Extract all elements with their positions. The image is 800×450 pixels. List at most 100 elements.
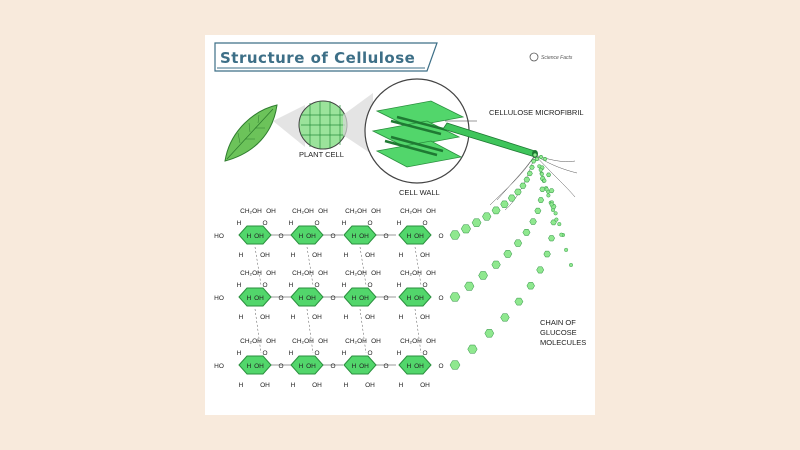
hydroxyl-label: OH	[414, 233, 424, 240]
glucose-bead-chains	[449, 153, 574, 370]
hydroxyl-label: OH	[365, 382, 375, 389]
hydrogen-label: H	[299, 363, 304, 370]
hydroxyl-label: OH	[359, 295, 369, 302]
hydroxyl-label: OH	[260, 382, 270, 389]
glucose-bead	[449, 292, 461, 302]
glucose-bead	[529, 164, 535, 170]
ring-oxygen-label: O	[314, 220, 319, 227]
cell-wall-label: CELL WALL	[399, 188, 440, 197]
glucose-bead	[564, 247, 569, 252]
hydrogen-bond	[254, 308, 262, 354]
glucose-bead	[519, 182, 527, 189]
glycosidic-oxygen-label: O	[383, 363, 388, 370]
hydroxyl-label: OH	[426, 270, 436, 277]
brand-logo: Science Facts	[529, 52, 573, 62]
zoom-cone	[273, 105, 305, 147]
glucose-bead	[536, 266, 545, 274]
hydroxyl-label: OH	[318, 270, 328, 277]
glucose-bead	[526, 282, 535, 290]
hydrogen-label: H	[344, 314, 349, 321]
hydroxyl-label: OH	[318, 338, 328, 345]
ch2oh-label: CH₂OH	[400, 338, 422, 345]
hydrogen-label: H	[237, 282, 242, 289]
hydroxyl-label: OH	[359, 233, 369, 240]
ch2oh-label: CH₂OH	[292, 270, 314, 277]
hydroxyl-label: OH	[426, 338, 436, 345]
hydroxyl-label: OH	[312, 252, 322, 259]
hydrogen-label: H	[407, 233, 412, 240]
glucose-bead	[514, 188, 522, 196]
glycosidic-oxygen-label: O	[278, 295, 283, 302]
hydrogen-label: H	[239, 382, 244, 389]
hydroxyl-label: OH	[306, 233, 316, 240]
glucose-bead	[471, 218, 482, 227]
hydrogen-label: H	[399, 382, 404, 389]
hydroxyl-label: OH	[371, 270, 381, 277]
ring-oxygen-label: O	[367, 350, 372, 357]
glucose-bead	[526, 170, 533, 177]
glycosidic-oxygen-label: O	[278, 363, 283, 370]
hydroxyl-label: OH	[414, 295, 424, 302]
ring-oxygen-label: O	[314, 282, 319, 289]
glucose-bead	[553, 211, 558, 216]
glucose-bead	[551, 207, 556, 212]
ring-oxygen-label: O	[262, 350, 267, 357]
hydroxyl-label: OH	[306, 363, 316, 370]
chain-label-line1: CHAIN OF	[540, 318, 576, 327]
glucose-bead	[569, 262, 574, 267]
hydroxyl-label: OH	[365, 314, 375, 321]
glucose-bead	[535, 156, 540, 161]
glucose-bead	[523, 176, 531, 183]
hydroxyl-label: OH	[420, 382, 430, 389]
ring-oxygen-label: O	[367, 220, 372, 227]
ch2oh-label: CH₂OH	[400, 270, 422, 277]
hydroxyl-label: OH	[371, 338, 381, 345]
hydrogen-bond	[359, 308, 367, 354]
hydrogen-bond	[414, 308, 422, 354]
chain-label-line3: MOLECULES	[540, 338, 586, 347]
glucose-bead	[484, 329, 495, 338]
hydroxyl-label: OH	[371, 208, 381, 215]
hydroxyl-label: OH	[254, 363, 264, 370]
hydroxyl-label: OH	[260, 314, 270, 321]
hydrogen-label: H	[299, 233, 304, 240]
glucose-bead	[532, 153, 538, 157]
hydroxyl-label: OH	[318, 208, 328, 215]
hydrogen-bond	[306, 246, 314, 286]
glucose-bead	[529, 218, 537, 225]
hydroxyl-end-label: HO	[214, 295, 224, 302]
ring-oxygen-label: O	[422, 282, 427, 289]
hydrogen-label: H	[342, 350, 347, 357]
hydroxyl-label: OH	[312, 382, 322, 389]
glucose-bead	[507, 194, 516, 202]
page-title: Structure of Cellulose	[220, 49, 415, 67]
glucose-bead	[559, 232, 564, 237]
ch2oh-label: CH₂OH	[400, 208, 422, 215]
hydroxyl-label: OH	[306, 295, 316, 302]
ch2oh-label: CH₂OH	[292, 338, 314, 345]
hydrogen-label: H	[342, 282, 347, 289]
hydrogen-label: H	[397, 282, 402, 289]
hydrogen-label: H	[247, 363, 252, 370]
ring-oxygen-label: O	[422, 350, 427, 357]
glucose-bead	[467, 344, 478, 354]
ch2oh-label: CH₂OH	[292, 208, 314, 215]
hydrogen-label: H	[407, 363, 412, 370]
glucose-bead	[538, 167, 543, 172]
hydrogen-label: H	[397, 350, 402, 357]
hydrogen-label: H	[247, 233, 252, 240]
glucose-bead	[460, 224, 471, 234]
hydrogen-label: H	[352, 295, 357, 302]
hydroxyl-label: OH	[359, 363, 369, 370]
glucose-bead	[542, 157, 548, 161]
glucose-bead	[546, 193, 551, 198]
hydrogen-label: H	[247, 295, 252, 302]
